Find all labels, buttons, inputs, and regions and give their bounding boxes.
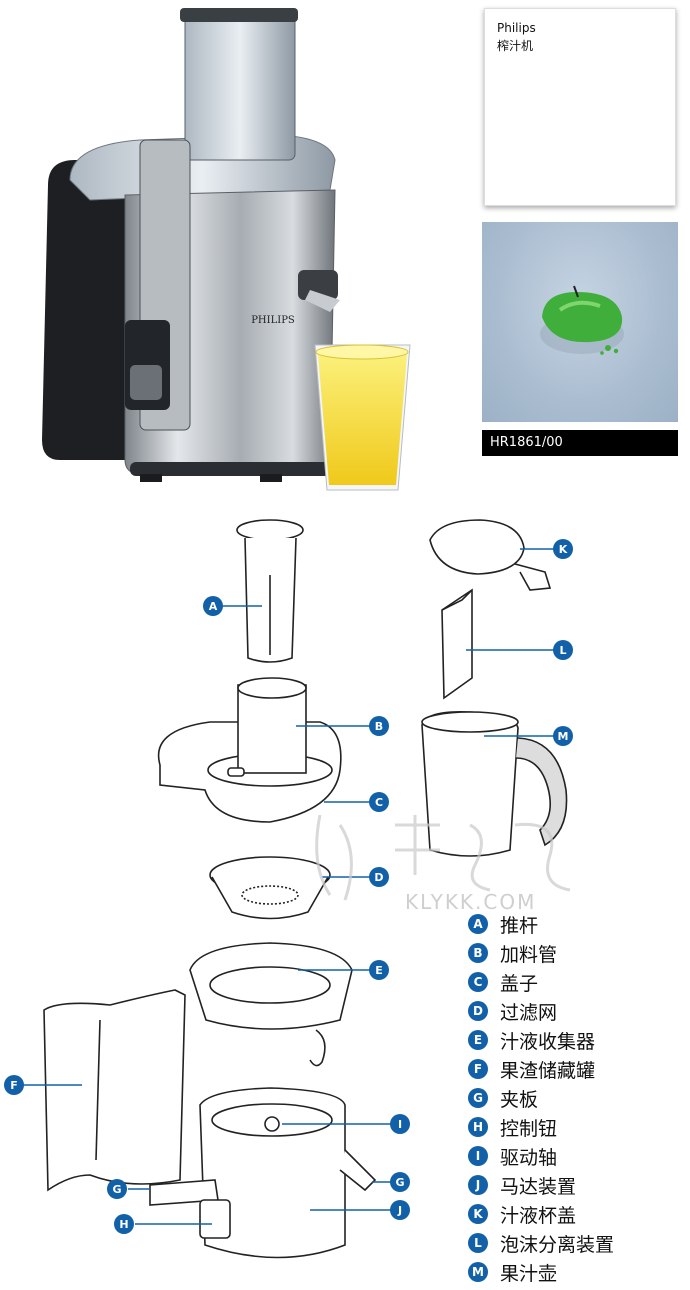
callout-k: K	[553, 539, 573, 559]
callout-c: C	[369, 792, 389, 812]
legend-label: 泡沫分离装置	[500, 1233, 615, 1256]
watermark: KLYKK.COM	[315, 814, 571, 914]
legend-label: 盖子	[500, 972, 539, 995]
part-motor-unit	[149, 1087, 377, 1259]
legend-item: E 汁液收集器	[468, 1026, 595, 1054]
callout-j: J	[390, 1200, 410, 1220]
ad-image	[482, 222, 678, 422]
brand-name: Philips	[497, 21, 536, 35]
callout-b: B	[369, 716, 389, 736]
legend-label: 夹板	[500, 1088, 539, 1111]
legend-item: K 汁液杯盖	[468, 1200, 576, 1228]
legend-item: C 盖子	[468, 968, 538, 996]
legend-label: 驱动轴	[500, 1146, 558, 1169]
legend-badge: C	[468, 972, 488, 992]
legend-badge: M	[468, 1262, 488, 1282]
legend-badge: E	[468, 1030, 488, 1050]
legend-item: M 果汁壶	[468, 1258, 557, 1286]
legend-badge: B	[468, 943, 488, 963]
legend-item: G 夹板	[468, 1084, 538, 1112]
legend-badge: A	[468, 914, 488, 934]
part-filter	[209, 856, 331, 920]
product-photo: PHILIPS	[42, 8, 411, 491]
part-pulp-container	[43, 989, 186, 1192]
part-juice-collector	[189, 942, 353, 1067]
model-number: HR1861/00	[482, 430, 678, 456]
legend-badge: K	[468, 1204, 488, 1224]
part-juice-jug	[421, 710, 568, 857]
legend-badge: G	[468, 1088, 488, 1108]
callout-g-left: G	[107, 1179, 127, 1199]
legend-label: 推杆	[500, 914, 539, 937]
legend-badge: F	[468, 1059, 488, 1079]
part-jug-lid	[429, 519, 552, 591]
callout-l: L	[553, 640, 573, 660]
callout-d: D	[369, 867, 389, 887]
callout-e: E	[369, 960, 389, 980]
callout-i: I	[390, 1114, 410, 1134]
legend-label: 马达装置	[500, 1175, 577, 1198]
legend-label: 过滤网	[500, 1001, 558, 1024]
brand-info-box: Philips 榨汁机	[484, 8, 676, 206]
callout-g-right: G	[390, 1172, 410, 1192]
callout-h: H	[114, 1214, 134, 1234]
legend-item: H 控制钮	[468, 1113, 557, 1141]
part-pusher	[236, 519, 304, 663]
legend-badge: D	[468, 1001, 488, 1021]
legend-item: I 驱动轴	[468, 1142, 557, 1170]
legend-item: D 过滤网	[468, 997, 557, 1025]
legend-item: B 加料管	[468, 939, 557, 967]
product-name: 榨汁机	[497, 39, 534, 53]
legend-item: J 马达装置	[468, 1171, 576, 1199]
product-logo: PHILIPS	[251, 315, 295, 326]
legend-label: 果渣储藏罐	[500, 1059, 596, 1082]
melting-apple-icon	[540, 285, 624, 355]
legend-badge: J	[468, 1175, 488, 1195]
callout-a: A	[203, 596, 223, 616]
callout-lines	[23, 548, 554, 1225]
watermark-domain: KLYKK.COM	[405, 890, 536, 914]
part-lid	[157, 677, 342, 823]
legend-badge: L	[468, 1233, 488, 1253]
legend-item: F 果渣储藏罐	[468, 1055, 595, 1083]
legend-item: A 推杆	[468, 910, 538, 938]
legend-item: L 泡沫分离装置	[468, 1229, 614, 1257]
part-froth-separator	[441, 588, 473, 700]
legend-badge: I	[468, 1146, 488, 1166]
callout-f: F	[4, 1075, 24, 1095]
exploded-diagram	[23, 519, 568, 1259]
legend-label: 汁液杯盖	[500, 1204, 577, 1227]
legend-label: 果汁壶	[500, 1262, 558, 1285]
legend-label: 加料管	[500, 943, 558, 966]
legend-badge: H	[468, 1117, 488, 1137]
callout-m: M	[553, 726, 573, 746]
legend-label: 控制钮	[500, 1117, 558, 1140]
legend-label: 汁液收集器	[500, 1030, 596, 1053]
